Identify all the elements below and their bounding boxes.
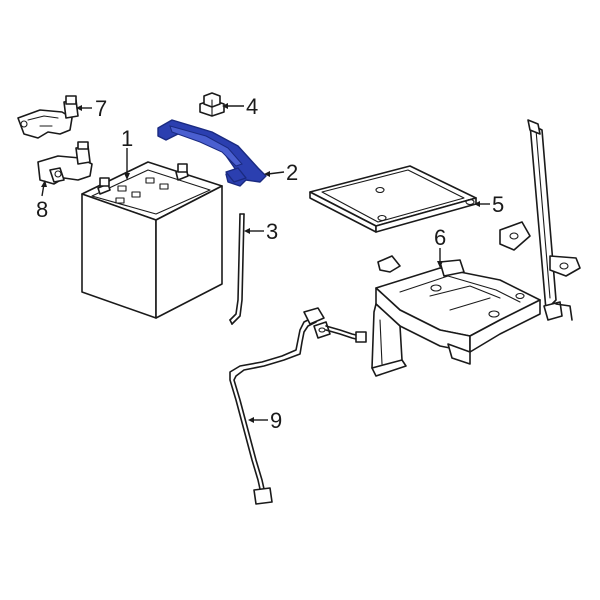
- leader-lines: [41, 103, 490, 423]
- part-9-cable[interactable]: [229, 307, 367, 505]
- callout-labels: 1 2 3 4 5 6 7 8 9: [36, 94, 504, 433]
- part-3-hold-down-rod[interactable]: [229, 213, 245, 325]
- callout-7: 7: [95, 96, 107, 121]
- callout-1: 1: [121, 126, 133, 151]
- callout-2: 2: [286, 160, 298, 185]
- part-2-hold-down-bracket[interactable]: [157, 119, 267, 187]
- part-1-battery[interactable]: [81, 161, 223, 319]
- callout-8: 8: [36, 197, 48, 222]
- callout-3: 3: [266, 219, 278, 244]
- callout-5: 5: [492, 192, 504, 217]
- callout-6: 6: [434, 225, 446, 250]
- part-8-terminal-clamp[interactable]: [37, 141, 93, 185]
- part-5-tray-insert[interactable]: [309, 165, 477, 233]
- callout-9: 9: [270, 408, 282, 433]
- callout-4: 4: [246, 94, 258, 119]
- part-7-terminal-clamp[interactable]: [17, 95, 79, 139]
- part-6-battery-carrier[interactable]: [371, 119, 581, 377]
- part-4-nut[interactable]: [199, 92, 225, 117]
